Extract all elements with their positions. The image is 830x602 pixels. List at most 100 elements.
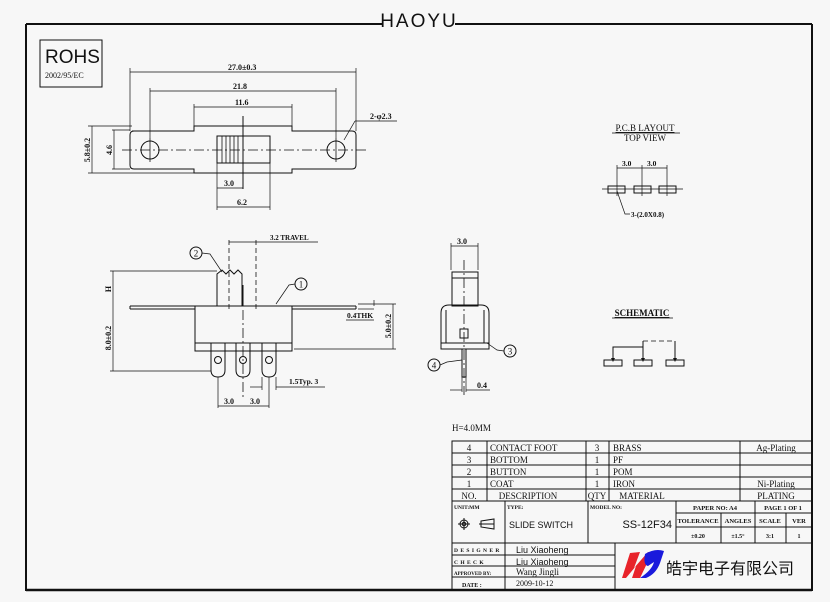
svg-text:PF: PF — [613, 455, 623, 465]
ver-value: 1 — [798, 534, 801, 540]
svg-text:3: 3 — [467, 455, 472, 465]
company-name: 皓宇电子有限公司 — [666, 560, 794, 578]
dim-thickness: 0.4THK — [347, 311, 373, 320]
svg-text:POM: POM — [613, 467, 633, 477]
top-view: 27.0±0.3 21.8 11.6 2-φ2.3 5.8±0.2 4.6 3.… — [83, 63, 397, 210]
title-block: UNIT:MM TYPE: SLIDE SWITCH MODEL NO: SS-… — [451, 500, 813, 591]
dim-height-total: 8.0±0.2 — [104, 326, 113, 350]
scale-value: 3:1 — [766, 534, 774, 540]
svg-text:BRASS: BRASS — [613, 443, 642, 453]
dim-body-height: 5.0±0.2 — [384, 314, 393, 338]
page-label: PAGE 1 OF 1 — [764, 505, 802, 512]
dim-holes: 2-φ2.3 — [370, 112, 392, 121]
bom-table: 4 CONTACT FOOT 3 BRASS Ag-Plating 3 BOTT… — [451, 440, 813, 502]
svg-text:QTY: QTY — [588, 491, 607, 501]
svg-text:PLATING: PLATING — [757, 491, 795, 501]
svg-text:3: 3 — [595, 443, 600, 453]
svg-text:4: 4 — [467, 443, 472, 453]
side-dim-pin: 0.4 — [477, 381, 487, 390]
front-view: 3.2 TRAVEL H 8.0±0.2 0.4THK 5.0±0.2 1.5T… — [104, 234, 396, 408]
rohs-badge: ROHS 2002/95/EC — [39, 39, 103, 88]
dim-actuator-slot: 6.2 — [237, 198, 247, 207]
pcb-layout: P.C.B LAYOUT TOP VIEW 3.0 3.0 3-(2.0X0.8… — [602, 123, 683, 219]
company-logo-icon — [622, 550, 664, 578]
dim-overall-length: 27.0±0.3 — [228, 63, 256, 72]
date-value: 2009-10-12 — [516, 579, 553, 588]
bom-row: 1 COAT 1 IRON Ni-Plating — [467, 479, 795, 489]
brand-title: HAOYU — [380, 11, 458, 32]
schematic-contact — [603, 359, 623, 367]
svg-text:BOTTOM: BOTTOM — [490, 455, 528, 465]
pcb-pad — [658, 185, 677, 194]
check-value: Liu Xiaoheng — [516, 557, 569, 567]
type-label: TYPE: — [507, 505, 524, 511]
projection-symbol-icon — [458, 518, 495, 530]
schematic-contact — [633, 359, 653, 367]
svg-text:4: 4 — [432, 361, 437, 371]
svg-text:Ni-Plating: Ni-Plating — [757, 479, 795, 489]
pcb-pad — [607, 185, 626, 194]
svg-text:Ag-Plating: Ag-Plating — [756, 443, 796, 453]
svg-text:1: 1 — [595, 455, 600, 465]
model-value: SS-12F34 — [622, 519, 672, 531]
pcb-pad-note: 3-(2.0X0.8) — [631, 211, 665, 219]
bom-header-row: NO. DESCRIPTION QTY MATERIAL PLATING — [461, 491, 795, 501]
side-view: 3.0 0.4 3 4 H=4.0MM — [427, 237, 517, 433]
svg-text:NO.: NO. — [461, 491, 476, 501]
h-note: H=4.0MM — [452, 423, 491, 433]
ver-label: VER — [792, 518, 806, 525]
dim-terminal-width: 1.5Typ. 3 — [289, 377, 318, 386]
svg-text:COAT: COAT — [490, 479, 514, 489]
svg-text:IRON: IRON — [613, 479, 635, 489]
svg-text:MATERIAL: MATERIAL — [619, 491, 665, 501]
check-label: C H E C K — [454, 560, 484, 566]
schematic-title: SCHEMATIC — [615, 308, 670, 318]
side-dim-actuator: 3.0 — [457, 237, 467, 246]
dim-pitch-right: 3.0 — [250, 397, 260, 406]
designer-label: D E S I G N E R — [454, 548, 500, 554]
svg-text:2: 2 — [467, 467, 472, 477]
dim-overall-height: 5.8±0.2 — [83, 138, 92, 162]
pcb-pad — [633, 185, 652, 194]
svg-text:1: 1 — [595, 467, 600, 477]
tolerance-value: ±0.20 — [691, 534, 705, 540]
dim-actuator-width: 3.0 — [224, 179, 234, 188]
dim-body-length: 11.6 — [235, 98, 249, 107]
date-label: DATE : — [462, 583, 482, 589]
svg-text:2: 2 — [194, 249, 199, 259]
svg-text:CONTACT FOOT: CONTACT FOOT — [490, 443, 558, 453]
pcb-subtitle: TOP VIEW — [624, 133, 667, 143]
svg-text:3: 3 — [508, 347, 513, 357]
approved-label: APPROVED BY: — [454, 572, 492, 577]
scale-label: SCALE — [759, 518, 781, 525]
approved-value: Wang Jingli — [516, 567, 560, 577]
svg-text:1: 1 — [467, 479, 472, 489]
angles-value: ±1.5° — [731, 533, 745, 540]
bom-row: 3 BOTTOM 1 PF — [467, 455, 623, 465]
bom-row: 4 CONTACT FOOT 3 BRASS Ag-Plating — [467, 443, 796, 453]
schematic-contact — [665, 359, 685, 367]
unit-label: UNIT:MM — [454, 505, 480, 511]
model-label: MODEL NO: — [590, 505, 622, 511]
pcb-pitch-1: 3.0 — [622, 159, 632, 168]
dim-h: H — [104, 285, 113, 292]
type-value: SLIDE SWITCH — [509, 520, 573, 530]
svg-text:1: 1 — [299, 280, 304, 290]
svg-text:DESCRIPTION: DESCRIPTION — [499, 491, 558, 501]
pcb-pitch-2: 3.0 — [647, 159, 657, 168]
bom-row: 2 BUTTON 1 POM — [467, 467, 633, 477]
dim-body-height: 4.6 — [105, 145, 114, 155]
svg-text:BUTTON: BUTTON — [490, 467, 527, 477]
paper-label: PAPER NO: A4 — [693, 505, 738, 512]
angles-label: ANGLES — [725, 518, 752, 525]
tolerance-label: TOLERANCE — [677, 518, 718, 525]
pcb-title: P.C.B LAYOUT — [616, 123, 675, 133]
designer-value: Liu Xiaoheng — [516, 545, 569, 555]
dim-hole-pitch: 21.8 — [233, 82, 247, 91]
rohs-title: ROHS — [45, 47, 100, 68]
schematic: SCHEMATIC — [603, 308, 685, 367]
dim-pitch-left: 3.0 — [224, 397, 234, 406]
svg-text:1: 1 — [595, 479, 600, 489]
dim-travel: 3.2 TRAVEL — [270, 234, 309, 242]
